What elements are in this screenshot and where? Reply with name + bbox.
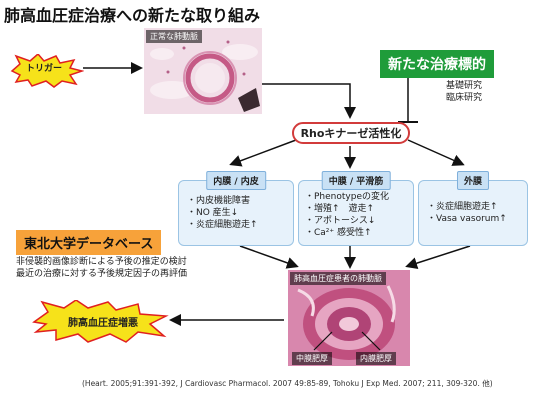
database-line: 最近の治療に対する予後規定因子の再評価	[16, 269, 188, 279]
rho-kinase-label: Rhoキナーゼ活性化	[300, 127, 402, 140]
arrow-adventitia-to-patient	[405, 245, 471, 269]
panel-adventitia: 外膜 ・炎症細胞遊走↑ ・Vasa vasorum↑	[418, 171, 528, 246]
trigger-burst	[10, 54, 84, 88]
panel-media-item: ・Ca²⁺ 感受性↑	[305, 228, 372, 238]
page-title: 肺高血圧症治療への新たな取り組み	[4, 6, 261, 25]
panel-media: 中膜 / 平滑筋 ・Phenotypeの変化 ・増殖↑ 遊走↑ ・アポトーシス↓…	[298, 171, 414, 246]
database-box: 東北大学データベース	[16, 230, 162, 255]
trigger-label: トリガー	[26, 64, 63, 74]
database-line: 非侵襲的画像診断による予後の推定の検討	[16, 257, 187, 267]
intimal-thickening-label: 内膜肥厚	[356, 352, 396, 365]
new-target-item-basic: 基礎研究	[446, 81, 483, 91]
normal-artery-label: 正常な肺動脈	[146, 30, 202, 43]
patient-image-pointers	[313, 331, 381, 351]
citation: (Heart. 2005;91:391-392, J Cardiovasc Ph…	[82, 379, 493, 388]
new-target-item-clinical: 臨床研究	[446, 93, 483, 103]
panel-media-item: ・増殖↑ 遊走↑	[305, 204, 375, 214]
arrow-rho-to-intima	[229, 139, 297, 167]
rho-kinase-node: Rhoキナーゼ活性化	[292, 122, 410, 144]
panel-intima-item: ・炎症細胞遊走↑	[187, 220, 258, 230]
outcome-label: 肺高血圧症増悪	[68, 318, 138, 329]
panel-adventitia-item: ・炎症細胞遊走↑	[427, 202, 498, 212]
arrow-intima-to-patient	[239, 245, 299, 269]
normal-artery-image: 正常な肺動脈	[144, 28, 262, 114]
panel-media-header: 中膜 / 平滑筋	[321, 171, 391, 190]
medial-thickening-label: 中膜肥厚	[292, 352, 332, 365]
panel-intima-item: ・内皮機能障害	[187, 196, 251, 206]
patient-artery-label: 肺高血圧症患者の肺動脈	[290, 272, 386, 285]
new-target-box: 新たな治療標的	[380, 50, 494, 78]
panel-intima-item: ・NO 産生↓	[187, 208, 239, 218]
panel-media-item: ・アポトーシス↓	[305, 216, 376, 226]
panel-media-item: ・Phenotypeの変化	[305, 192, 389, 202]
panel-intima-header: 内膜 / 内皮	[206, 171, 266, 190]
arrow-rho-to-adventitia	[407, 139, 465, 166]
arrow-artery-to-rho	[262, 83, 356, 119]
outcome-burst	[32, 300, 169, 343]
panel-adventitia-item: ・Vasa vasorum↑	[427, 214, 507, 224]
panel-adventitia-header: 外膜	[456, 171, 490, 190]
panel-intima: 内膜 / 内皮 ・内皮機能障害 ・NO 産生↓ ・炎症細胞遊走↑	[178, 171, 294, 246]
